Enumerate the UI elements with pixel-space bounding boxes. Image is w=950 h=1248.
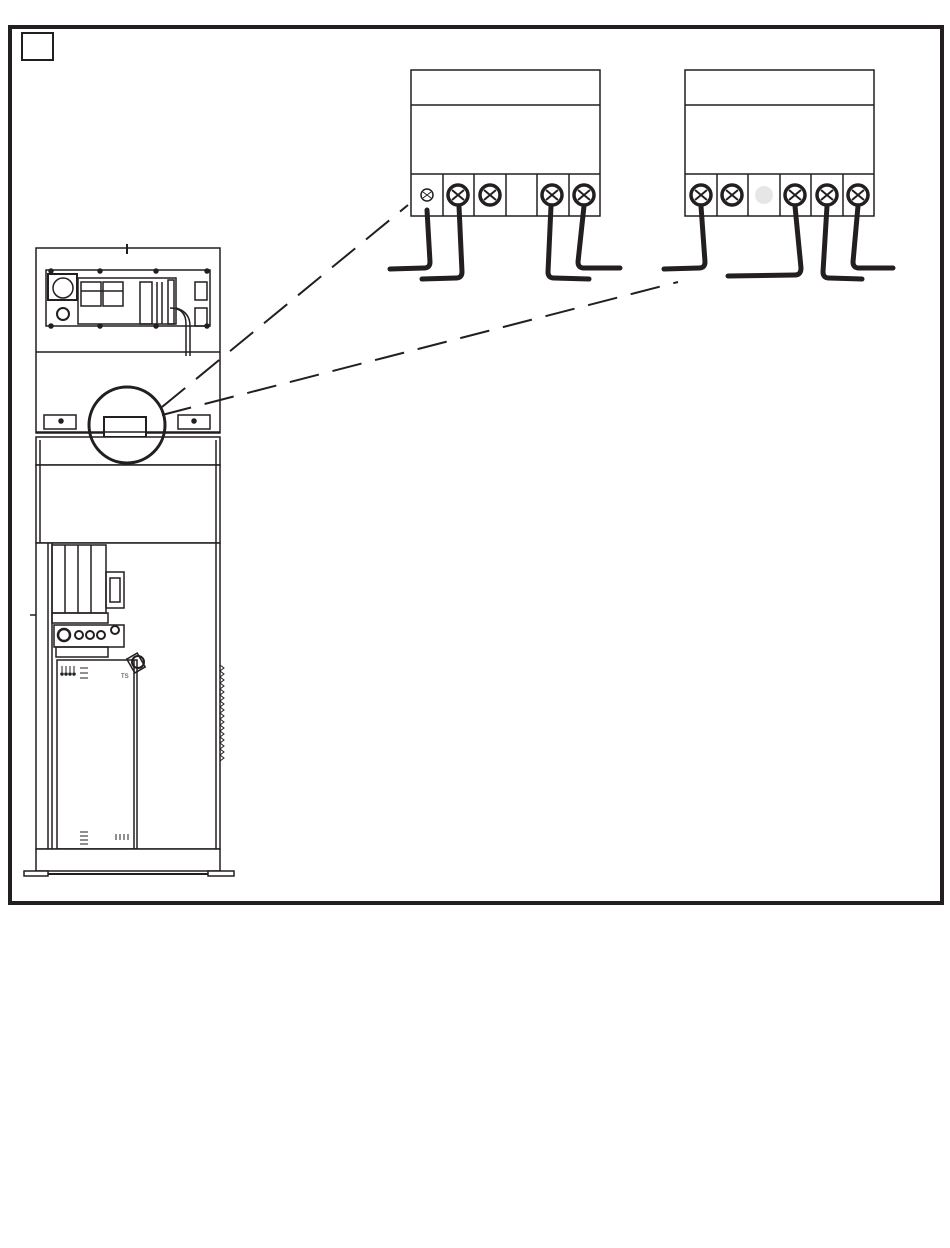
wires-left [390, 206, 620, 279]
step-number-box [22, 33, 53, 60]
tank-label: TS [121, 674, 129, 680]
screw-terminal-icon [691, 185, 711, 205]
screw-terminal-icon [480, 185, 500, 205]
junction-box [104, 417, 146, 437]
equipment-cabinet: TS [24, 244, 234, 876]
screw-terminal-icon [785, 185, 805, 205]
cabinet-base [36, 849, 220, 871]
terminal-block-right [685, 70, 874, 216]
lower-cabinet [36, 543, 220, 849]
screw-terminal-icon [848, 185, 868, 205]
wires-right [664, 206, 893, 279]
diagram-frame: TS [0, 0, 950, 910]
terminal-block-left [411, 70, 600, 216]
screw-terminal-icon [574, 185, 594, 205]
wiring-diagram: TS [0, 0, 950, 910]
screw-terminal-icon [817, 185, 837, 205]
empty-terminal-icon [755, 186, 773, 204]
screw-terminal-icon [722, 185, 742, 205]
callout-leader-lines [162, 205, 678, 415]
screw-terminal-icon [448, 185, 468, 205]
control-box [36, 248, 220, 433]
screw-terminal-icon [542, 185, 562, 205]
screw-terminal-icon [421, 189, 433, 201]
